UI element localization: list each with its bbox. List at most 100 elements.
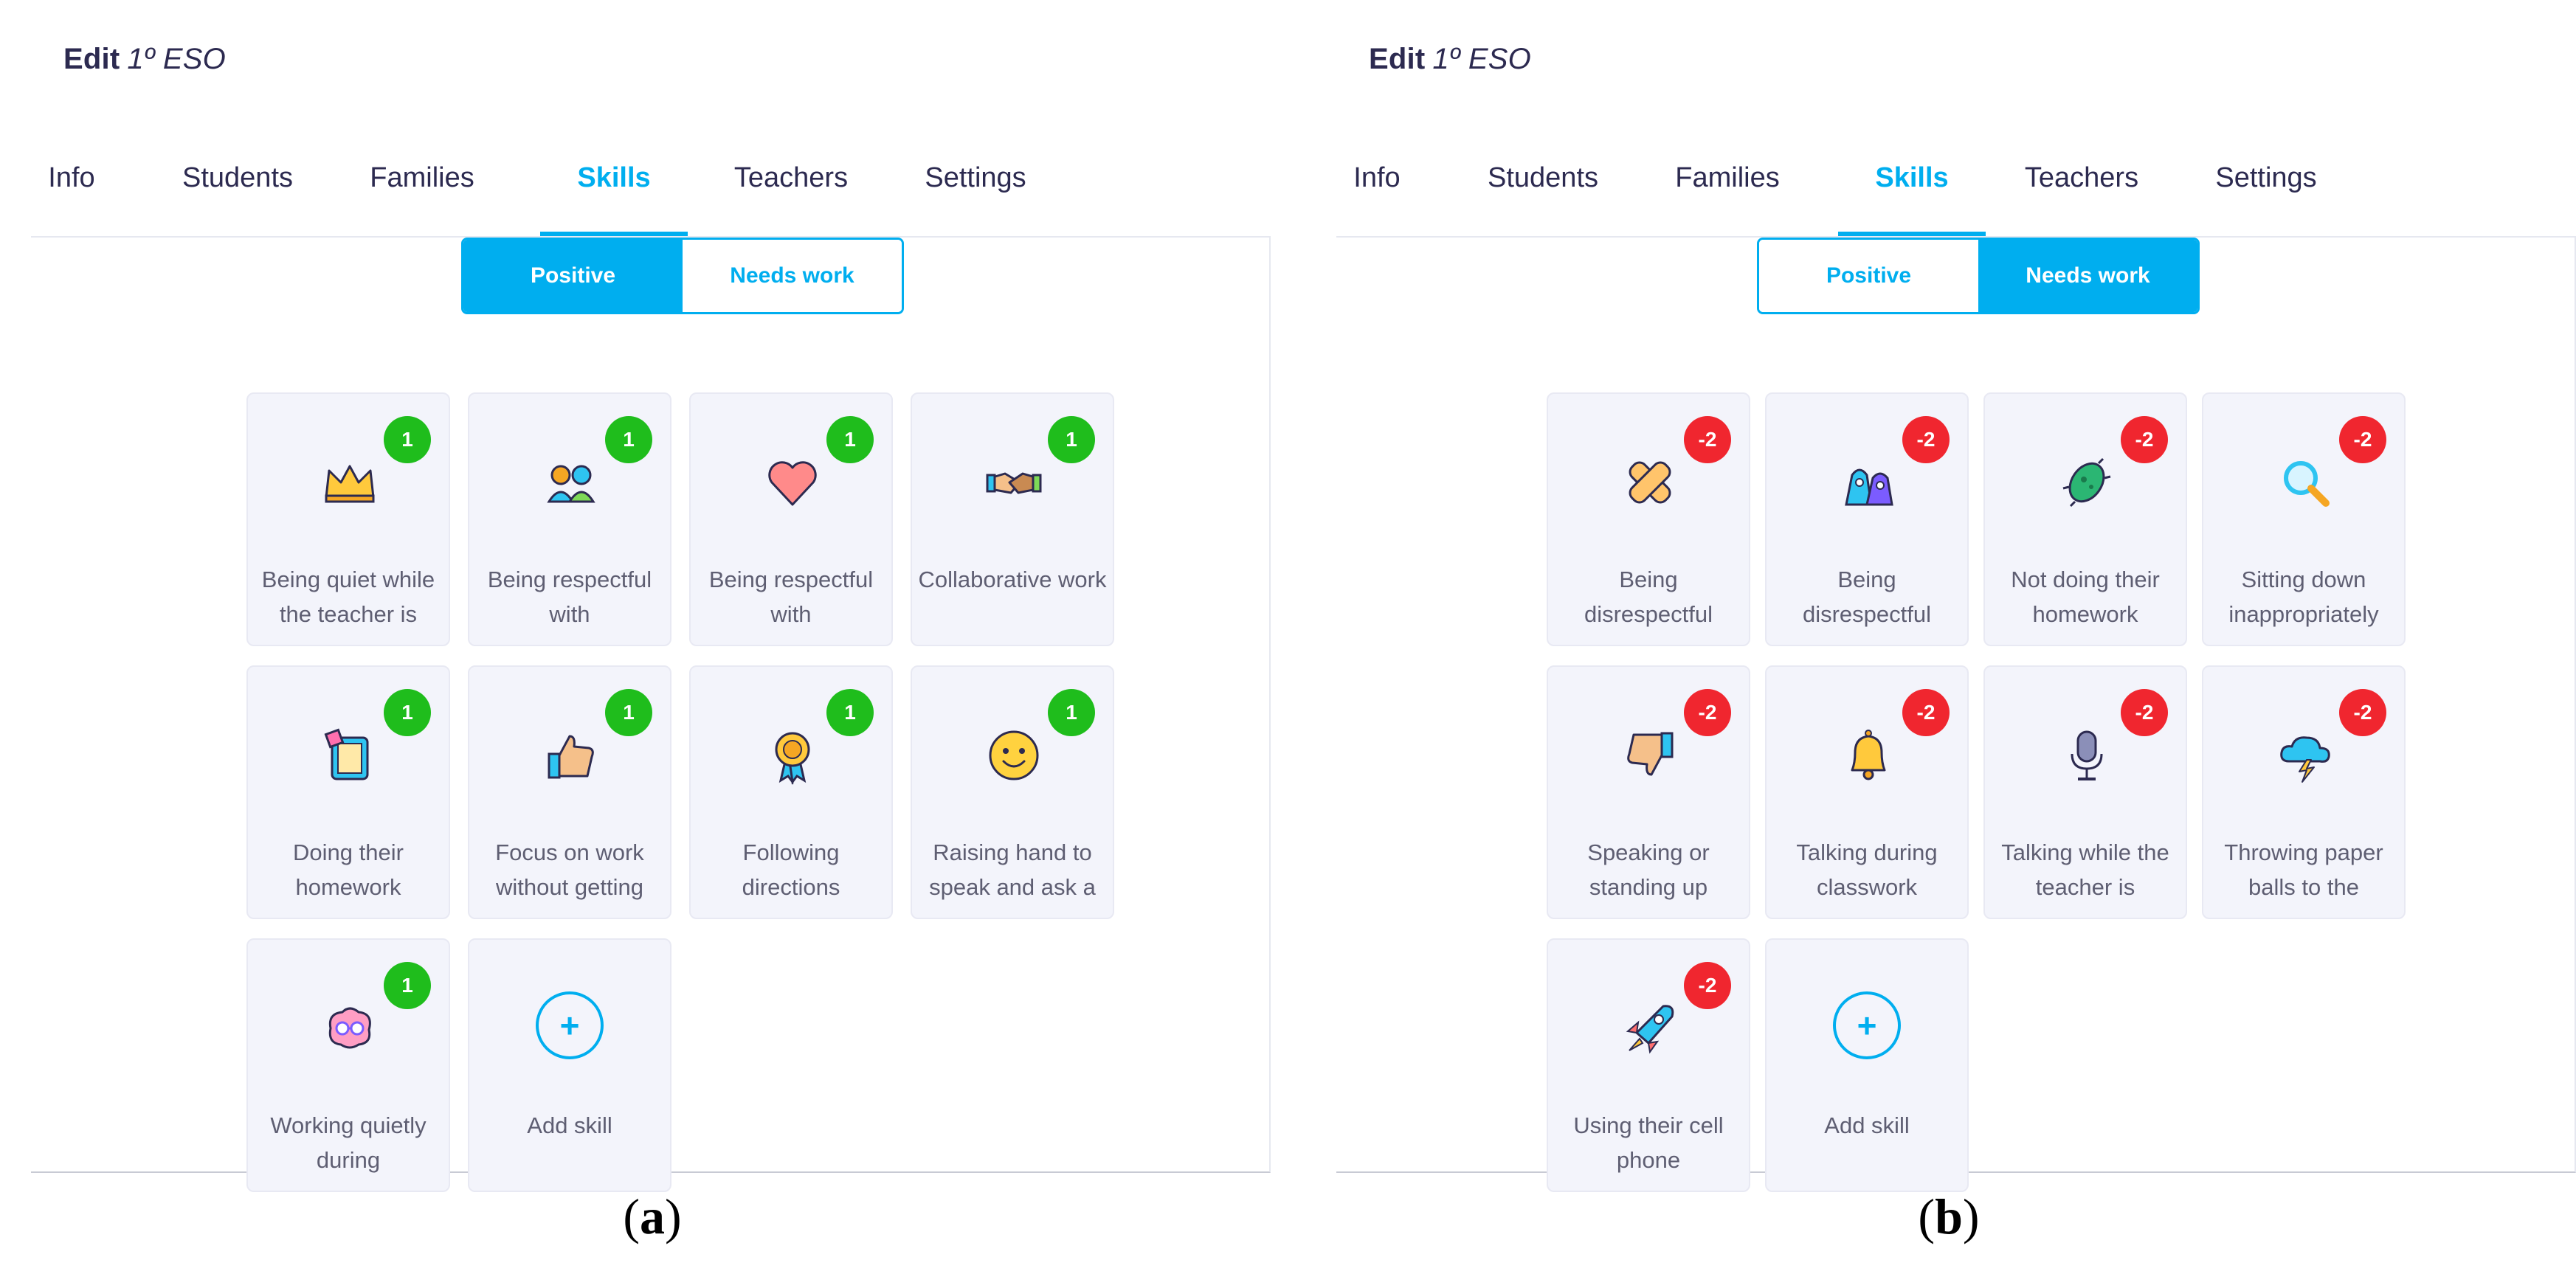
add-skill-card[interactable]: + Add skill (1765, 938, 1969, 1192)
caption-close: ) (1962, 1188, 1980, 1244)
add-skill-card[interactable]: + Add skill (468, 938, 671, 1192)
skill-card[interactable]: -2 Using their cell phone (1547, 938, 1750, 1192)
skill-label: Being quiet while the teacher is (261, 567, 435, 627)
points-badge: 1 (384, 689, 431, 736)
tab-bar: Info Students Families Skills Teachers S… (31, 148, 1285, 236)
points-badge: -2 (1684, 689, 1731, 736)
skill-card[interactable]: 1 Raising hand to speak and ask a (911, 665, 1114, 919)
points-badge: -2 (2339, 689, 2386, 736)
germ-icon (2062, 457, 2111, 508)
skill-card[interactable]: -2 Being disrespectful (1765, 392, 1969, 646)
caption-close: ) (665, 1188, 682, 1244)
tab-students[interactable]: Students (182, 162, 293, 193)
skill-label: Focus on work without getting (495, 839, 644, 900)
figure-caption-b: (b) (1875, 1188, 2023, 1246)
brain-icon (328, 1007, 371, 1049)
skill-label: Talking while the teacher is (2001, 839, 2169, 900)
skill-card[interactable]: -2 Sitting down inappropriately (2202, 392, 2406, 646)
skills-content: Positive Needs work -2 Being disrespectf… (1336, 236, 2576, 1192)
skill-card[interactable]: 1 Focus on work without getting (468, 665, 671, 919)
skill-label: Throwing paper balls to the (2224, 839, 2383, 900)
skill-card[interactable]: -2 Throwing paper balls to the (2202, 665, 2406, 919)
skill-card[interactable]: 1 Collaborative work (911, 392, 1114, 646)
skill-card[interactable]: -2 Talking during classwork (1765, 665, 1969, 919)
skill-card[interactable]: 1 Being respectful with (468, 392, 671, 646)
skill-label: Being respectful with (487, 567, 652, 627)
skill-label: Being respectful with (708, 567, 874, 627)
points-badge: 1 (826, 689, 874, 736)
class-name: 1º ESO (127, 43, 227, 75)
thumbs-up-icon (548, 735, 594, 779)
points-badge: -2 (1684, 416, 1731, 463)
points-badge: 1 (605, 416, 652, 463)
points-badge: 1 (384, 416, 431, 463)
heart-icon (768, 461, 817, 506)
tab-settings[interactable]: Settings (2215, 162, 2317, 193)
skill-card[interactable]: -2 Speaking or standing up (1547, 665, 1750, 919)
crown-icon (325, 465, 375, 503)
points-badge: -2 (2339, 416, 2386, 463)
tab-teachers[interactable]: Teachers (2024, 162, 2139, 193)
tab-students[interactable]: Students (1488, 162, 1598, 193)
needs-work-toggle-button[interactable]: Needs work (1978, 240, 2197, 312)
positive-toggle-button[interactable]: Positive (463, 240, 683, 312)
tab-info[interactable]: Info (48, 162, 95, 193)
skill-label: Collaborative work (918, 567, 1107, 592)
rocket-icon (1626, 1005, 1674, 1054)
notebook-icon (324, 728, 369, 780)
skill-card[interactable]: -2 Not doing their homework (1983, 392, 2187, 646)
skill-label: Doing their homework (293, 839, 404, 900)
caption-open: ( (1918, 1188, 1936, 1244)
microphone-icon (2071, 730, 2103, 780)
skill-label: Working quietly during (270, 1112, 427, 1173)
skill-card[interactable]: 1 Being quiet while the teacher is (246, 392, 450, 646)
tab-info[interactable]: Info (1353, 162, 1401, 193)
class-name: 1º ESO (1432, 43, 1532, 75)
skill-label: Raising hand to speak and ask a (929, 839, 1096, 900)
points-badge: -2 (2121, 416, 2168, 463)
bandage-icon (1629, 461, 1671, 504)
tab-skills[interactable]: Skills (540, 162, 688, 236)
monsters-icon (1845, 468, 1893, 506)
bell-icon (1851, 730, 1886, 780)
skill-type-toggle: Positive Needs work (461, 238, 904, 314)
skill-label: Being disrespectful (1584, 567, 1713, 627)
positive-toggle-button[interactable]: Positive (1759, 240, 1978, 312)
thumbs-down-icon (1627, 732, 1674, 776)
skill-card[interactable]: 1 Being respectful with (689, 392, 893, 646)
points-badge: 1 (605, 689, 652, 736)
caption-letter: a (640, 1188, 665, 1244)
points-badge: -2 (1902, 416, 1950, 463)
edit-label: Edit (1369, 43, 1426, 75)
tab-settings[interactable]: Settings (925, 162, 1026, 193)
tab-skills[interactable]: Skills (1838, 162, 1986, 236)
tab-families[interactable]: Families (370, 162, 474, 193)
handshake-icon (986, 472, 1042, 494)
edit-label: Edit (63, 43, 120, 75)
skill-label: Sitting down inappropriately (2228, 567, 2379, 627)
add-skill-label: Add skill (527, 1112, 612, 1138)
skill-card[interactable]: -2 Talking while the teacher is (1983, 665, 2187, 919)
figure-caption-a: (a) (579, 1188, 726, 1246)
skill-label: Not doing their homework (2011, 567, 2160, 627)
skill-label: Following directions (742, 839, 840, 900)
skill-label: Speaking or standing up (1587, 839, 1710, 900)
people-icon (547, 465, 595, 503)
add-skill-label: Add skill (1824, 1112, 1910, 1138)
skill-card[interactable]: -2 Being disrespectful (1547, 392, 1750, 646)
tab-families[interactable]: Families (1675, 162, 1780, 193)
plus-icon: + (1833, 991, 1901, 1059)
skill-card[interactable]: 1 Following directions (689, 665, 893, 919)
caption-open: ( (623, 1188, 640, 1244)
tab-teachers[interactable]: Teachers (733, 162, 849, 193)
skills-content: Positive Needs work 1 Being quiet while … (31, 236, 1271, 1192)
skill-card[interactable]: 1 Working quietly during (246, 938, 450, 1192)
skill-card[interactable]: 1 Doing their homework (246, 665, 450, 919)
tab-bar: Info Students Families Skills Teachers S… (1336, 148, 2576, 236)
magnifier-icon (2284, 461, 2330, 507)
needs-work-toggle-button[interactable]: Needs work (683, 240, 902, 312)
storm-cloud-icon (2280, 736, 2330, 783)
